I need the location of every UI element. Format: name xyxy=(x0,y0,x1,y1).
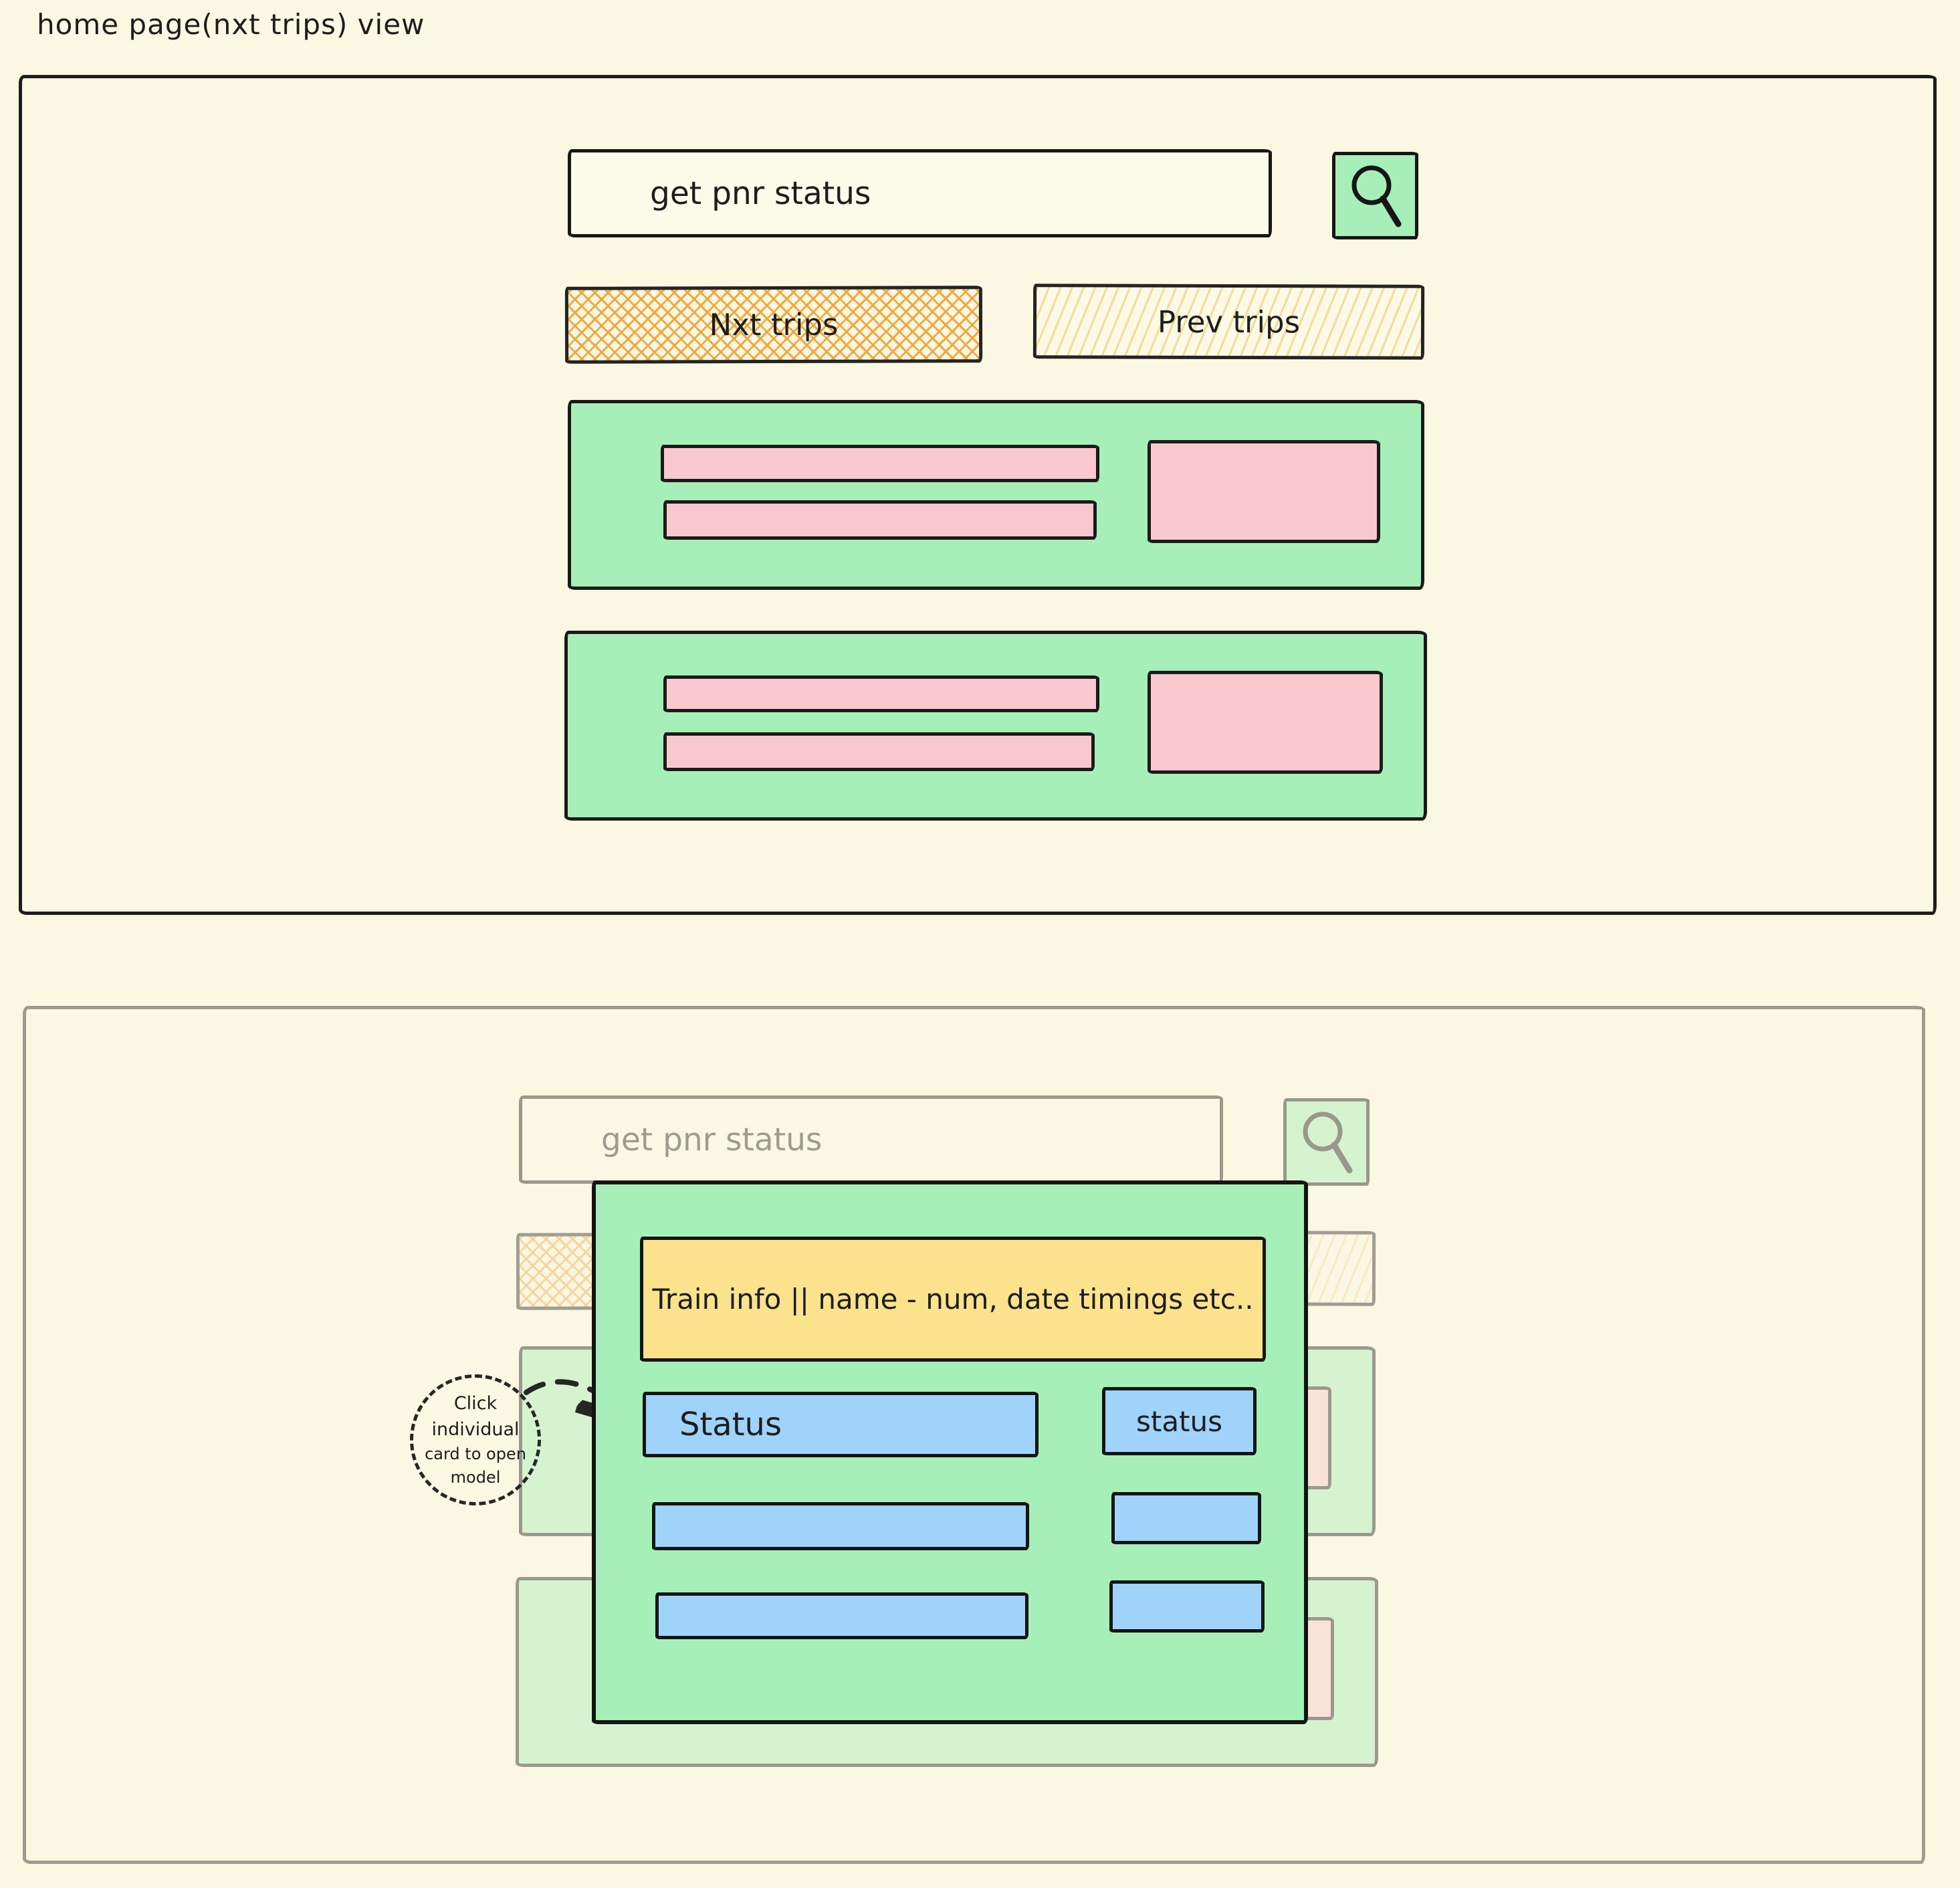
modal-header-text: Train info || name - num, date timings e… xyxy=(652,1283,1254,1316)
status-bar-label: Status xyxy=(679,1406,782,1443)
trip-card[interactable] xyxy=(568,400,1424,590)
card-text-placeholder xyxy=(663,500,1097,540)
magnifier-icon xyxy=(1345,161,1406,231)
search-button[interactable] xyxy=(1332,152,1418,239)
home-view-frame xyxy=(19,75,1937,915)
page-title: home page(nxt trips) view xyxy=(37,8,425,41)
status-bar-secondary xyxy=(1111,1492,1261,1544)
status-bar-secondary: status xyxy=(1102,1387,1257,1455)
card-text-placeholder xyxy=(661,445,1099,482)
card-text-placeholder xyxy=(663,675,1099,712)
card-text-placeholder xyxy=(663,732,1095,771)
card-side-box-placeholder xyxy=(1148,440,1380,543)
annotation-circle: Click individual card to open model xyxy=(410,1374,541,1505)
status-bar-secondary xyxy=(1109,1580,1265,1633)
search-input-dimmed xyxy=(519,1095,1223,1184)
modal-header: Train info || name - num, date timings e… xyxy=(640,1237,1266,1362)
card-side-box-placeholder xyxy=(1148,671,1383,774)
magnifier-icon xyxy=(1296,1108,1357,1177)
trip-card[interactable] xyxy=(564,631,1427,821)
status-bar-label: status xyxy=(1135,1404,1223,1438)
status-bar-primary: Status xyxy=(643,1392,1039,1457)
status-bar-primary xyxy=(655,1592,1028,1639)
status-bar-primary xyxy=(652,1502,1029,1550)
train-info-modal: Train info || name - num, date timings e… xyxy=(592,1180,1308,1724)
annotation-text: card to open model xyxy=(425,1445,526,1487)
annotation-text: Click individual xyxy=(431,1393,520,1441)
modal-view-frame xyxy=(23,1006,1925,1864)
annotation-arrow xyxy=(524,1358,645,1438)
search-input[interactable] xyxy=(568,149,1272,237)
search-button-dimmed xyxy=(1283,1098,1370,1186)
